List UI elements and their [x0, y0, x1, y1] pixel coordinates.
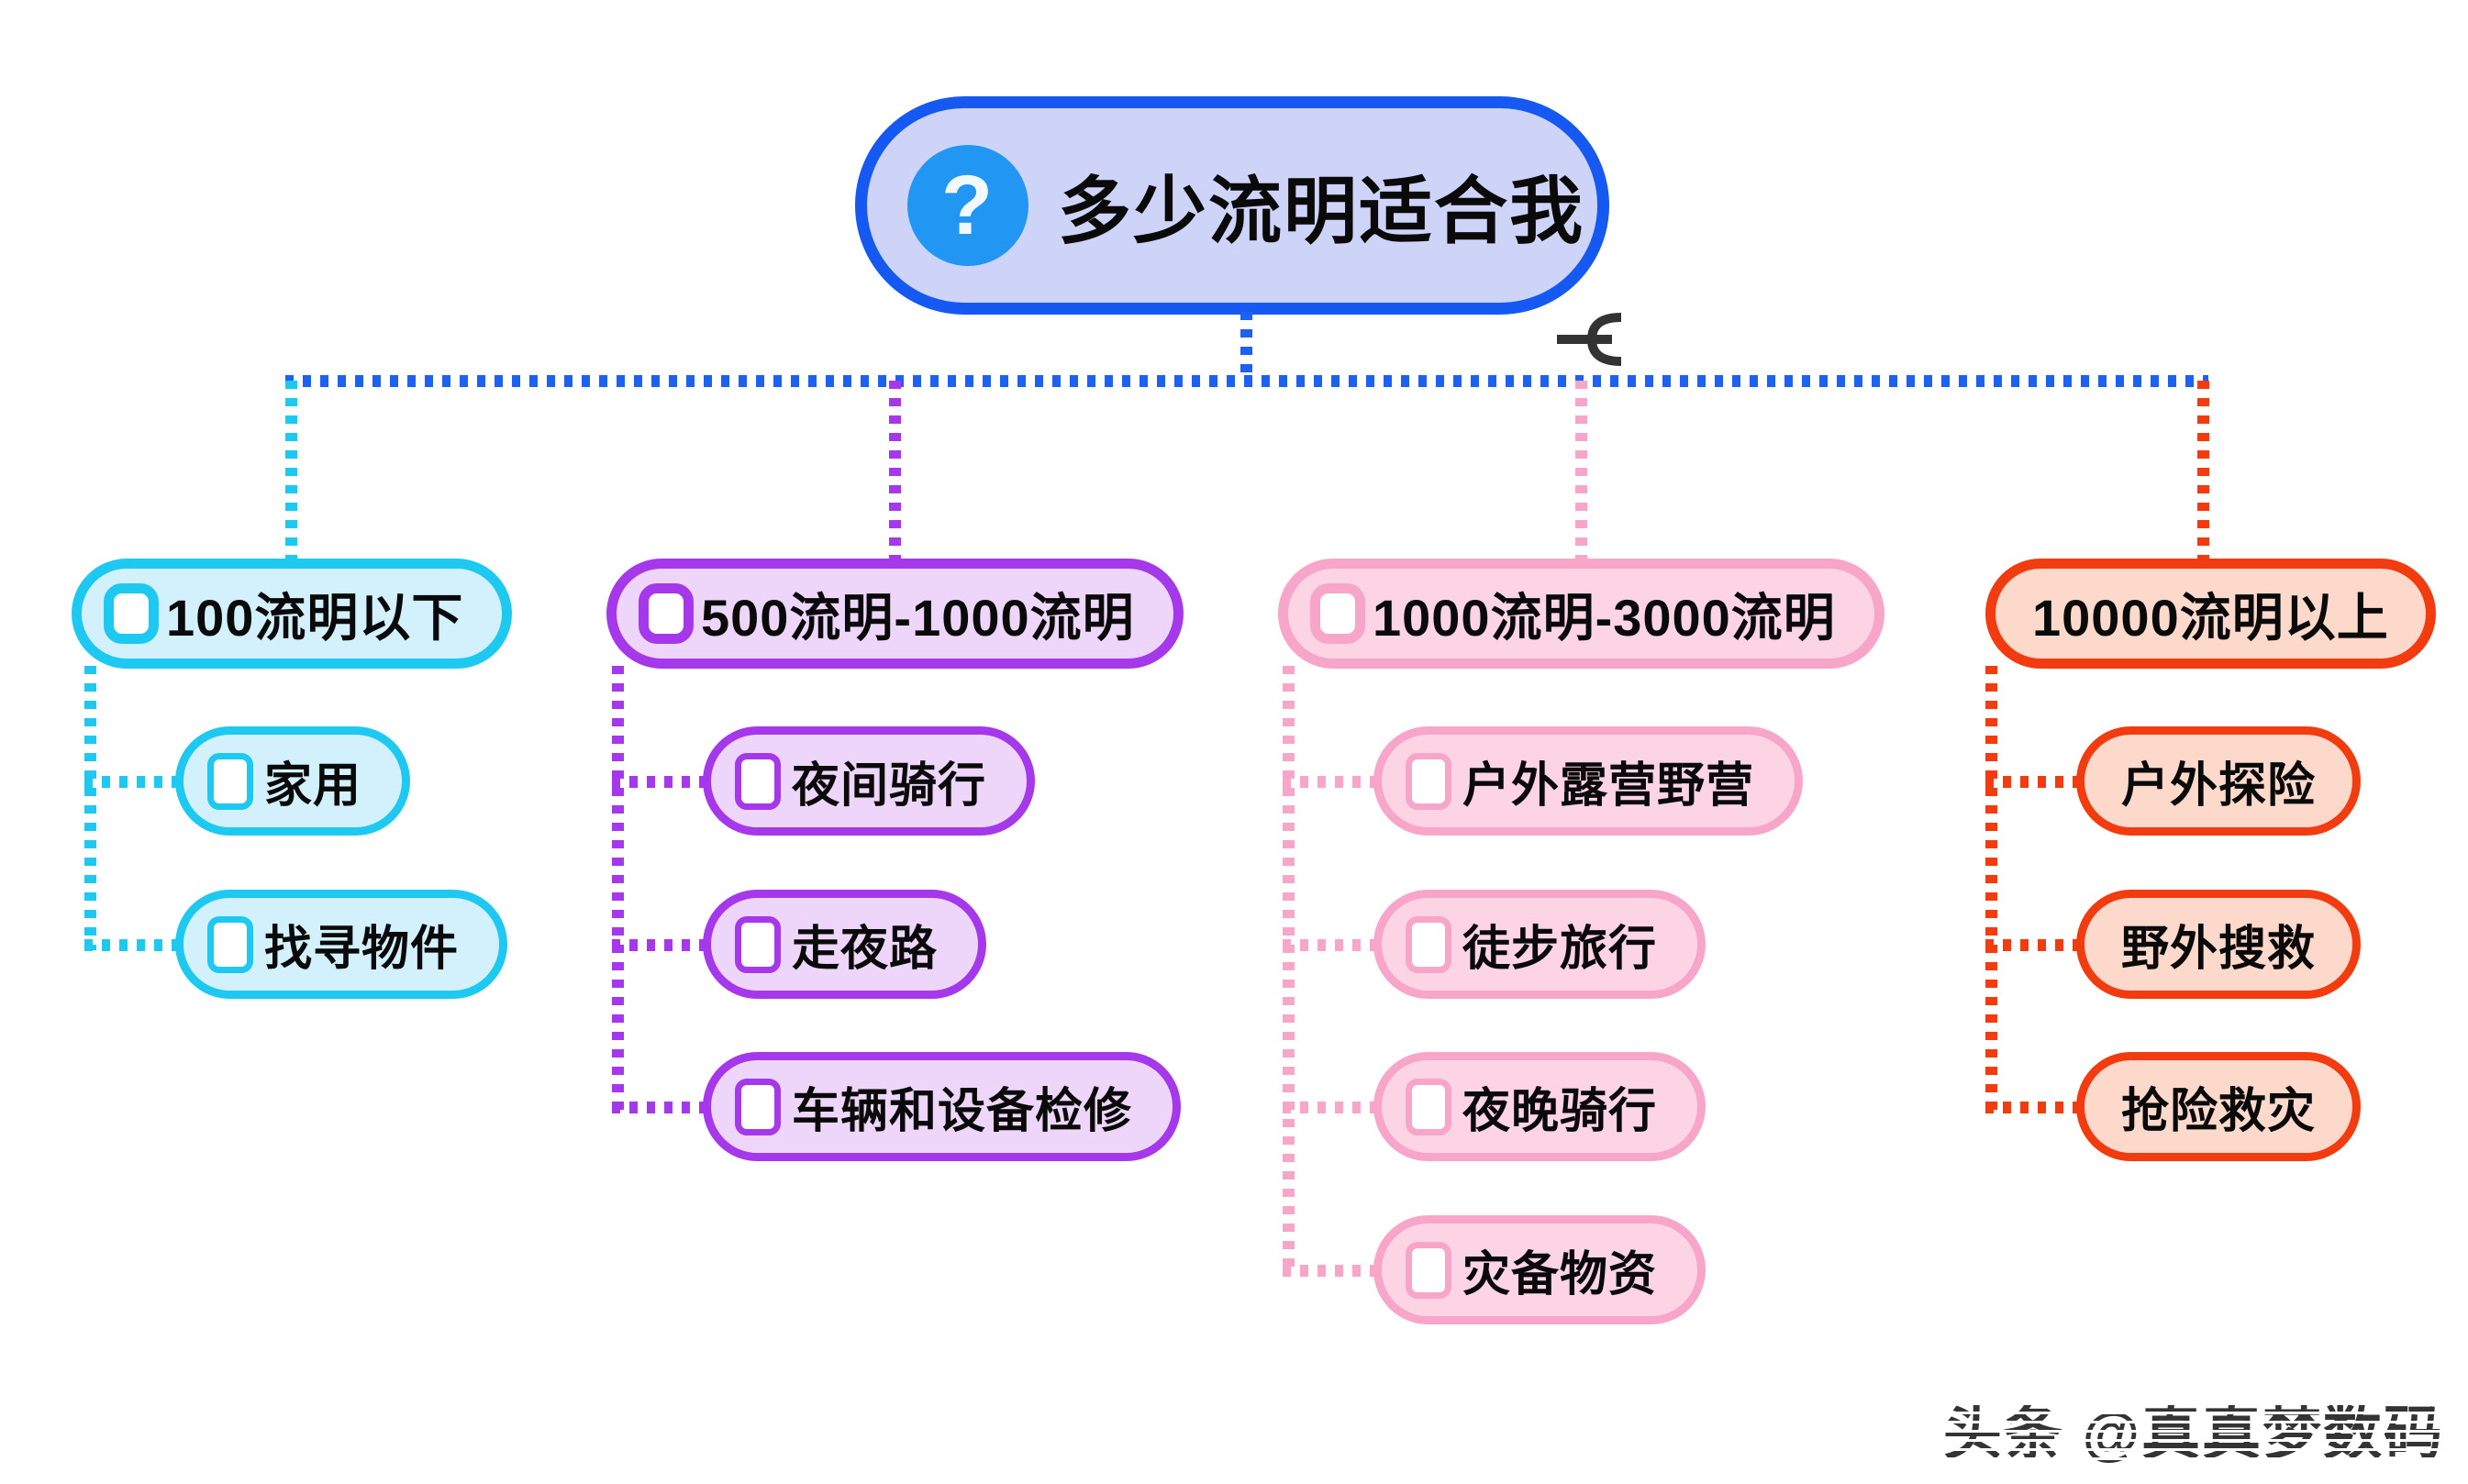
child-node[interactable]: 户外探险 — [2076, 726, 2362, 836]
child-node[interactable]: 找寻物件 — [175, 890, 508, 999]
question-mark-glyph: ? — [940, 158, 995, 252]
child-node-label: 抢险救灾 — [2121, 1085, 2317, 1138]
child-stub-connector — [1283, 1264, 1381, 1277]
child-stub-connector — [1283, 1101, 1381, 1113]
main-rail-connector — [285, 375, 2208, 387]
root-connector — [1240, 312, 1252, 381]
child-stub-connector — [1283, 938, 1381, 951]
child-stub-connector — [612, 1101, 710, 1113]
branch-node-label: 500流明-1000流明 — [701, 588, 1135, 647]
branch-top-connector — [889, 381, 901, 560]
child-node[interactable]: 徒步旅行 — [1373, 890, 1706, 999]
child-stub-connector — [1985, 1101, 2084, 1113]
checkbox-icon[interactable] — [735, 1078, 781, 1135]
child-node[interactable]: 夜间骑行 — [703, 726, 1036, 836]
checkbox-icon[interactable] — [1406, 1241, 1451, 1299]
child-stub-connector — [612, 938, 710, 951]
root-node-label: 多少流明适合我 — [1058, 171, 1584, 252]
child-node-label: 灾备物资 — [1462, 1248, 1658, 1301]
question-mark-icon: ? — [907, 145, 1028, 266]
child-node[interactable]: 夜晚骑行 — [1373, 1052, 1706, 1161]
child-node-label: 走夜路 — [792, 923, 939, 976]
checkbox-icon[interactable] — [207, 915, 253, 973]
branch-child-spine — [612, 666, 624, 1113]
child-node[interactable]: 灾备物资 — [1373, 1215, 1706, 1324]
child-stub-connector — [84, 775, 183, 788]
branch-node-label: 10000流明以上 — [2032, 588, 2389, 647]
watermark: 头条 @真真梦数码 — [1943, 1387, 2444, 1471]
child-node-label: 找寻物件 — [264, 923, 460, 976]
checkbox-icon[interactable] — [735, 915, 781, 973]
child-node[interactable]: 抢险救灾 — [2076, 1052, 2362, 1161]
checkbox-icon[interactable] — [735, 752, 781, 810]
root-node[interactable]: ? 多少流明适合我 — [855, 96, 1609, 315]
checkbox-icon[interactable] — [104, 583, 159, 644]
child-node-label: 徒步旅行 — [1462, 923, 1658, 976]
child-stub-connector — [1985, 775, 2084, 788]
branch-child-spine — [1985, 666, 1997, 1113]
branch-top-connector — [2197, 381, 2209, 560]
branch-child-spine — [1283, 666, 1295, 1276]
child-stub-connector — [1283, 775, 1381, 788]
child-node-label: 夜晚骑行 — [1462, 1085, 1658, 1138]
branch-node-label: 1000流明-3000流明 — [1373, 588, 1836, 647]
child-node-label: 车辆和设备检修 — [792, 1085, 1133, 1138]
branch-node[interactable]: 100流明以下 — [72, 559, 513, 669]
child-node-label: 户外露营野营 — [1462, 759, 1755, 813]
branch-top-connector — [285, 381, 297, 560]
child-node[interactable]: 走夜路 — [703, 890, 987, 999]
child-node[interactable]: 野外搜救 — [2076, 890, 2362, 999]
checkbox-icon[interactable] — [639, 583, 694, 644]
child-node[interactable]: 家用 — [175, 726, 411, 836]
child-node-label: 野外搜救 — [2121, 923, 2317, 976]
collapse-branch-icon[interactable] — [1553, 310, 1641, 369]
branch-node[interactable]: 10000流明以上 — [1985, 559, 2436, 669]
child-stub-connector — [84, 938, 183, 951]
branch-node-label: 100流明以下 — [166, 588, 464, 647]
checkbox-icon[interactable] — [1406, 1078, 1451, 1135]
checkbox-icon[interactable] — [1406, 915, 1451, 973]
child-node-label: 家用 — [264, 759, 362, 813]
child-stub-connector — [1985, 938, 2084, 951]
child-node[interactable]: 车辆和设备检修 — [703, 1052, 1182, 1161]
branch-top-connector — [1575, 381, 1587, 560]
checkbox-icon[interactable] — [1406, 752, 1451, 810]
child-node[interactable]: 户外露营野营 — [1373, 726, 1804, 836]
branch-child-spine — [84, 666, 96, 950]
child-node-label: 户外探险 — [2121, 759, 2317, 813]
checkbox-icon[interactable] — [207, 752, 253, 810]
checkbox-icon[interactable] — [1310, 583, 1365, 644]
branch-node[interactable]: 1000流明-3000流明 — [1278, 559, 1884, 669]
branch-node[interactable]: 500流明-1000流明 — [606, 559, 1184, 669]
child-stub-connector — [612, 775, 710, 788]
child-node-label: 夜间骑行 — [792, 759, 987, 813]
